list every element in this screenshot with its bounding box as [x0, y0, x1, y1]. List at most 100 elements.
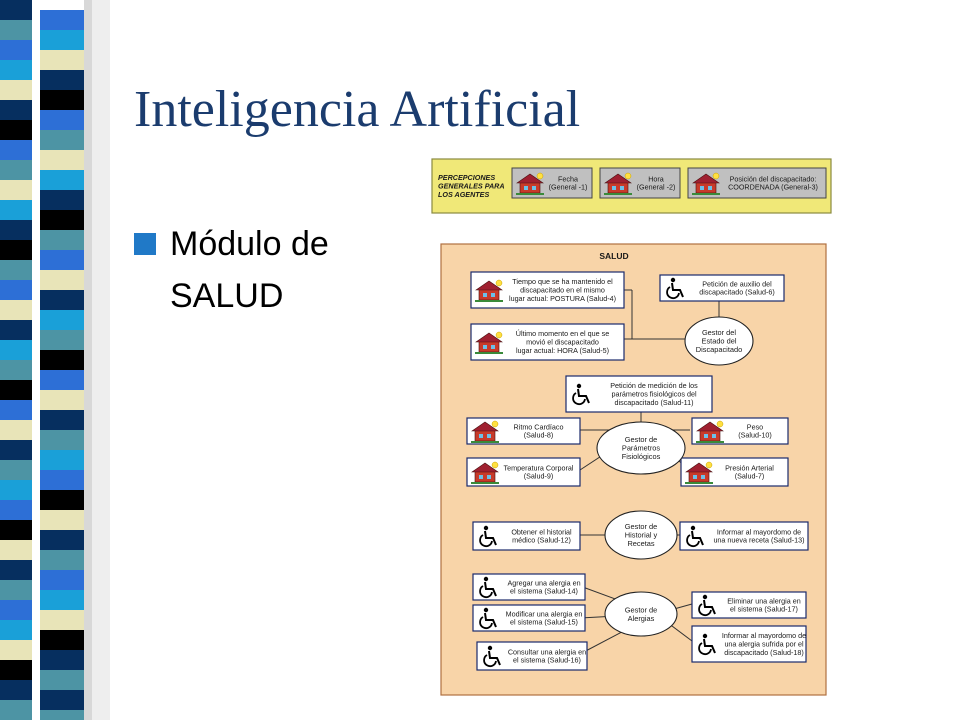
stripe-cell — [40, 50, 84, 70]
wheelchair-icon — [572, 383, 590, 406]
manager-label: Alergias — [628, 614, 655, 623]
salud-box-text: Petición de medición de los — [610, 381, 698, 390]
house-agent-icon — [604, 172, 632, 195]
stripe-cell — [0, 160, 32, 180]
manager-label: Gestor de — [625, 605, 657, 614]
manager-label: Gestor de — [625, 435, 657, 444]
stripe-cell — [40, 370, 84, 390]
perception-chip-text: Fecha — [558, 174, 578, 183]
salud-box: Tiempo que se ha mantenido eldiscapacita… — [470, 271, 625, 309]
manager-label: Recetas — [627, 539, 654, 548]
salud-box-text: Obtener el historial — [511, 527, 572, 536]
stripe-cell — [40, 170, 84, 190]
stripe-cell — [0, 400, 32, 420]
wheelchair-icon — [479, 576, 497, 599]
manager-label: Gestor del — [702, 328, 736, 337]
salud-box-text: el sistema (Salud-17) — [730, 605, 798, 614]
stripe-cell — [0, 200, 32, 220]
stripe-cell — [0, 280, 32, 300]
wheelchair-icon — [666, 277, 684, 300]
manager-label: Parámetros — [622, 444, 661, 453]
salud-box-text: discapacitado en el mismo — [520, 286, 605, 295]
stripe-cell — [40, 190, 84, 210]
bullet-list: Módulo de SALUD — [134, 218, 329, 322]
house-agent-icon — [692, 172, 720, 195]
stripe-cell — [40, 590, 84, 610]
stripe-cell — [0, 360, 32, 380]
salud-box: Temperatura Corporal(Salud-9) — [466, 457, 581, 487]
manager-ellipse — [684, 316, 754, 366]
perceptions-heading: LOS AGENTES — [438, 190, 489, 199]
stripe-cell — [40, 110, 84, 130]
stripe-cell — [40, 650, 84, 670]
stripe-cell — [0, 560, 32, 580]
stripe-cell — [0, 20, 32, 40]
stripe-cell — [40, 90, 84, 110]
stripe-cell — [0, 320, 32, 340]
salud-box-text: Peso — [747, 422, 763, 431]
salud-box: Peso(Salud-10) — [691, 417, 789, 445]
salud-box-frame — [679, 521, 809, 551]
slide-title: Inteligencia Artificial — [134, 81, 581, 138]
stripe-cell — [0, 640, 32, 660]
salud-box-text: una alergia sufrida por el — [724, 640, 804, 649]
stripe-cell — [40, 530, 84, 550]
stripe-cell — [40, 330, 84, 350]
salud-box-text: (Salud-9) — [524, 472, 554, 481]
stripe-cell — [40, 350, 84, 370]
stripe-cell — [40, 570, 84, 590]
salud-box-text: Petición de auxilio del — [702, 279, 772, 288]
decorative-stripe-bar — [0, 0, 110, 720]
stripe-cell — [0, 240, 32, 260]
salud-box-text: Informar al mayordomo de — [722, 631, 806, 640]
salud-box-text: Agregar una alergia en — [507, 578, 580, 587]
bullet-text-line2: SALUD — [170, 277, 284, 315]
stripe-cell — [40, 610, 84, 630]
stripe-cell — [0, 580, 32, 600]
stripe-cell — [40, 710, 84, 720]
salud-box-text: Presión Arterial — [725, 463, 774, 472]
stripe-cell — [40, 150, 84, 170]
stripe-cell — [0, 60, 32, 80]
bullet-text-line1: Módulo de — [170, 225, 329, 263]
stripe-cell — [0, 660, 32, 680]
stripe-cell — [0, 100, 32, 120]
salud-box-text: movió el discapacitado — [526, 338, 599, 347]
salud-box-text: el sistema (Salud-14) — [510, 587, 578, 596]
wheelchair-icon — [483, 645, 501, 668]
manager-label: Gestor de — [625, 522, 657, 531]
salud-box-text: discapacitado (Salud-18) — [724, 648, 804, 657]
stripe-cell — [40, 450, 84, 470]
salud-box-text: Eliminar una alergia en — [727, 596, 801, 605]
stripe-cell — [40, 470, 84, 490]
stripe-cell — [0, 620, 32, 640]
salud-box-text: discapacitado (Salud-11) — [615, 398, 694, 407]
stripe-cell — [40, 30, 84, 50]
salud-box-text: Último momento en el que se — [516, 329, 609, 338]
salud-box-text: Consultar una alergia en — [508, 647, 586, 656]
stripe-cell — [0, 80, 32, 100]
salud-box-text: lugar actual: POSTURA (Salud-4) — [509, 294, 616, 303]
stripe-cell — [0, 180, 32, 200]
wheelchair-icon — [686, 525, 704, 548]
wheelchair-icon — [479, 607, 497, 630]
stripe-cell — [0, 540, 32, 560]
stripe-cell — [0, 440, 32, 460]
stripe-cell — [0, 480, 32, 500]
stripe-cell — [0, 120, 32, 140]
manager-label: Estado del — [702, 337, 737, 346]
perception-chip-text: COORDENADA (General-3) — [728, 183, 818, 192]
perception-chip: Posición del discapacitado:COORDENADA (G… — [687, 167, 827, 199]
salud-box-text: (Salud-7) — [735, 472, 765, 481]
stripe-cell — [40, 670, 84, 690]
